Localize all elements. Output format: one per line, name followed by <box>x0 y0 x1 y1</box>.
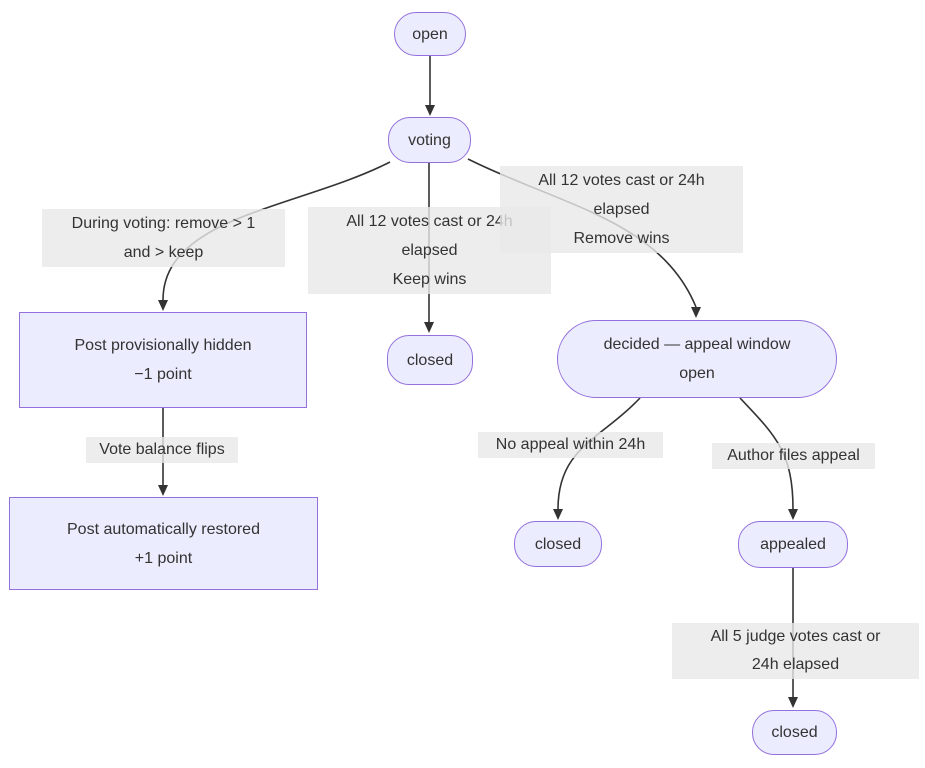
arrowhead-voting <box>425 105 435 116</box>
edge-label-line: elapsed <box>401 242 458 259</box>
state-node-line: +1 point <box>134 549 193 567</box>
state-node-closed-final: closed <box>752 710 837 755</box>
state-node-open: open <box>394 12 466 56</box>
edge-label-line: 24h elapsed <box>751 656 840 673</box>
state-node-restored: Post automatically restored +1 point <box>9 497 318 590</box>
edge-label-line: All 12 votes cast or 24h <box>538 172 705 189</box>
arrowhead-hidden <box>158 300 168 311</box>
state-node-hidden: Post provisionally hidden −1 point <box>19 312 307 408</box>
edge-label-line: All 5 judge votes cast or <box>710 628 881 645</box>
edge-label-author-appeal: Author files appeal <box>712 443 875 469</box>
edge-label-remove-wins: All 12 votes cast or 24h elapsed Remove … <box>500 166 743 253</box>
state-node-line: decided — appeal window <box>603 336 791 353</box>
state-node-closed-keep: closed <box>387 335 473 385</box>
edge-label-line: All 12 votes cast or 24h <box>346 213 513 230</box>
edge-label-vote-balance: Vote balance flips <box>86 437 238 463</box>
state-node-line: −1 point <box>134 366 192 383</box>
edge-label-line: elapsed <box>593 201 650 218</box>
edge-label-judge-votes: All 5 judge votes cast or 24h elapsed <box>672 623 919 679</box>
arrowhead-closed-keep <box>424 322 434 333</box>
edge-label-line: Keep wins <box>392 271 467 288</box>
state-node-voting: voting <box>388 117 471 163</box>
arrowhead-closed-noappeal <box>553 509 563 520</box>
state-node-closed-noappeal: closed <box>514 521 602 567</box>
edge-label-line: No appeal within 24h <box>495 436 646 453</box>
edge-label-line: During voting: remove > 1 <box>71 215 256 232</box>
state-node-decided: decided — appeal window open <box>557 320 837 398</box>
state-node-appealed: appealed <box>738 521 848 568</box>
state-node-line: Post automatically restored <box>67 520 260 538</box>
arrowhead-decided <box>691 307 701 318</box>
arrowhead-closed-final <box>788 697 798 708</box>
arrowhead-appealed <box>788 509 798 520</box>
edge-label-line: Vote balance flips <box>99 441 225 458</box>
edge-label-line: Author files appeal <box>727 447 860 464</box>
edge-label-no-appeal: No appeal within 24h <box>478 432 663 458</box>
arrowhead-restored <box>158 485 168 496</box>
edge-label-during-voting: During voting: remove > 1 and > keep <box>42 209 285 267</box>
state-node-line: open <box>679 365 715 382</box>
edge-label-line: Remove wins <box>573 230 670 247</box>
state-node-line: Post provisionally hidden <box>74 337 252 354</box>
edge-label-line: and > keep <box>123 244 204 261</box>
